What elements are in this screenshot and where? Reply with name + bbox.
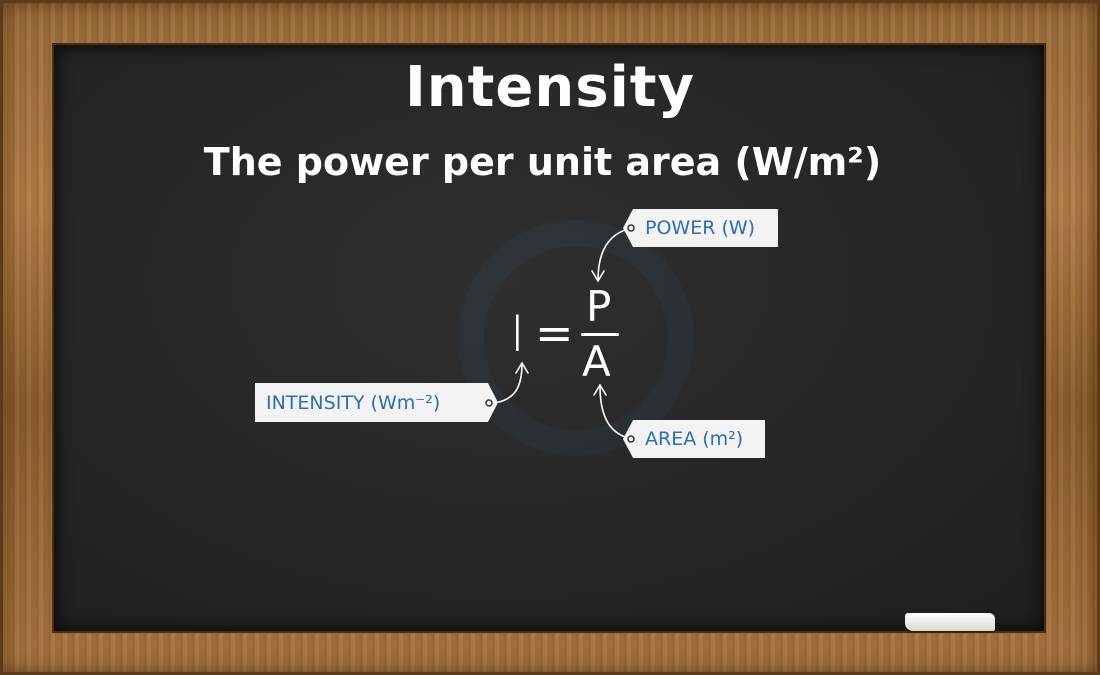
label-power: POWER (W): [623, 209, 778, 247]
formula-area-symbol: A: [582, 337, 611, 386]
formula-equals-sign: =: [535, 306, 574, 360]
page-title: Intensity: [404, 55, 696, 120]
formula-fraction-bar: [581, 333, 619, 336]
area-arrow: [599, 385, 629, 439]
label-area: AREA (m²): [623, 420, 765, 458]
power-arrow: [597, 228, 629, 281]
label-intensity: INTENSITY (Wm⁻²): [255, 383, 498, 422]
intensity-tag-hole: [485, 399, 493, 407]
power-arrowhead: [591, 270, 605, 283]
area-arrowhead: [593, 383, 607, 396]
page-subtitle: The power per unit area (W/m²): [203, 140, 882, 184]
formula-power-symbol: P: [586, 282, 612, 331]
label-power-text: POWER (W): [645, 217, 756, 239]
power-tag-hole: [627, 224, 635, 232]
chalk-stick: [905, 613, 995, 631]
intensity-arrowhead: [515, 361, 529, 374]
intensity-arrow: [493, 363, 523, 404]
label-intensity-text: INTENSITY (Wm⁻²): [266, 391, 441, 414]
label-area-text: AREA (m²): [645, 428, 744, 450]
formula-intensity-symbol: I: [510, 305, 525, 363]
area-tag-hole: [627, 435, 635, 443]
